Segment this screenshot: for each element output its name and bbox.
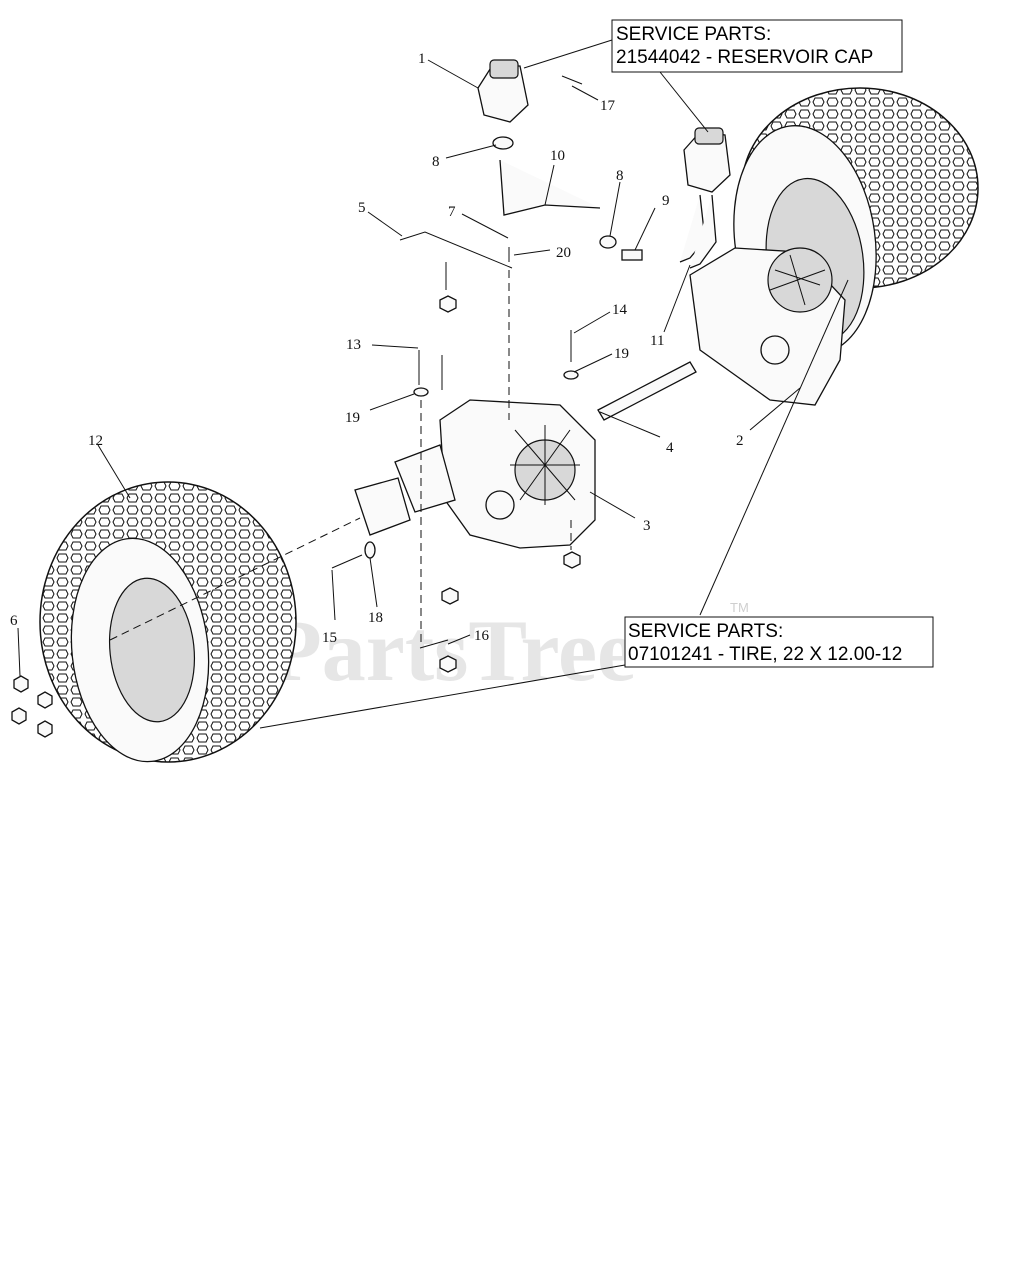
callout-tire: SERVICE PARTS: 07101241 - TIRE, 22 X 12.… [624,616,934,668]
label-2: 2 [736,433,744,449]
label-5: 5 [358,200,366,216]
label-18: 18 [368,610,383,626]
watermark-trademark: TM [730,600,749,615]
callout-reservoir-cap: SERVICE PARTS: 21544042 - RESERVOIR CAP [611,19,903,73]
clamp-8-right [599,235,617,249]
left-tire [39,481,297,763]
label-11: 11 [650,333,664,349]
fitting-9 [621,249,643,261]
washer-19-right [563,370,579,380]
left-transaxle [354,399,596,549]
label-7: 7 [448,204,456,220]
label-20: 20 [556,245,571,261]
label-14: 14 [612,302,628,318]
label-1: 1 [418,51,426,67]
nut-top [439,295,457,313]
label-13: 13 [346,337,361,353]
label-8b: 8 [616,168,624,184]
clamp-8-top [492,136,514,150]
watermark-text: PartsTree [268,603,636,700]
label-10: 10 [550,148,565,164]
lug-nuts-6 [11,675,53,738]
label-17: 17 [600,98,616,114]
label-19b: 19 [614,346,629,362]
leader-lines [17,39,849,729]
top-reservoir [477,59,529,123]
part-labels: 1 2 3 4 5 6 7 8 8 9 10 11 12 13 14 15 16… [10,51,744,646]
right-transaxle [689,247,846,406]
label-19a: 19 [345,410,360,426]
nut-lower-right [563,551,581,569]
label-15: 15 [322,630,337,646]
bolt-17 [561,75,583,85]
callout-tire-line1: SERVICE PARTS: [628,621,783,642]
right-reservoir [679,127,731,269]
control-rod [399,231,513,269]
nut-mid [441,587,459,605]
label-9: 9 [662,193,670,209]
label-8a: 8 [432,154,440,170]
label-3: 3 [643,518,651,534]
bolt-15 [331,554,363,569]
axle-shaft [597,361,697,421]
hose [499,159,601,216]
label-4: 4 [666,440,674,456]
label-16: 16 [474,628,490,644]
callout-reservoir-line2: 21544042 - RESERVOIR CAP [616,47,873,68]
callout-reservoir-line1: SERVICE PARTS: [616,24,771,45]
washer-18 [364,541,376,559]
label-6: 6 [10,613,18,629]
washer-19-left [413,387,429,397]
label-12: 12 [88,433,103,449]
callout-tire-line2: 07101241 - TIRE, 22 X 12.00-12 [628,644,902,665]
bolt-16 [419,639,449,649]
nut-bottom [439,655,457,673]
